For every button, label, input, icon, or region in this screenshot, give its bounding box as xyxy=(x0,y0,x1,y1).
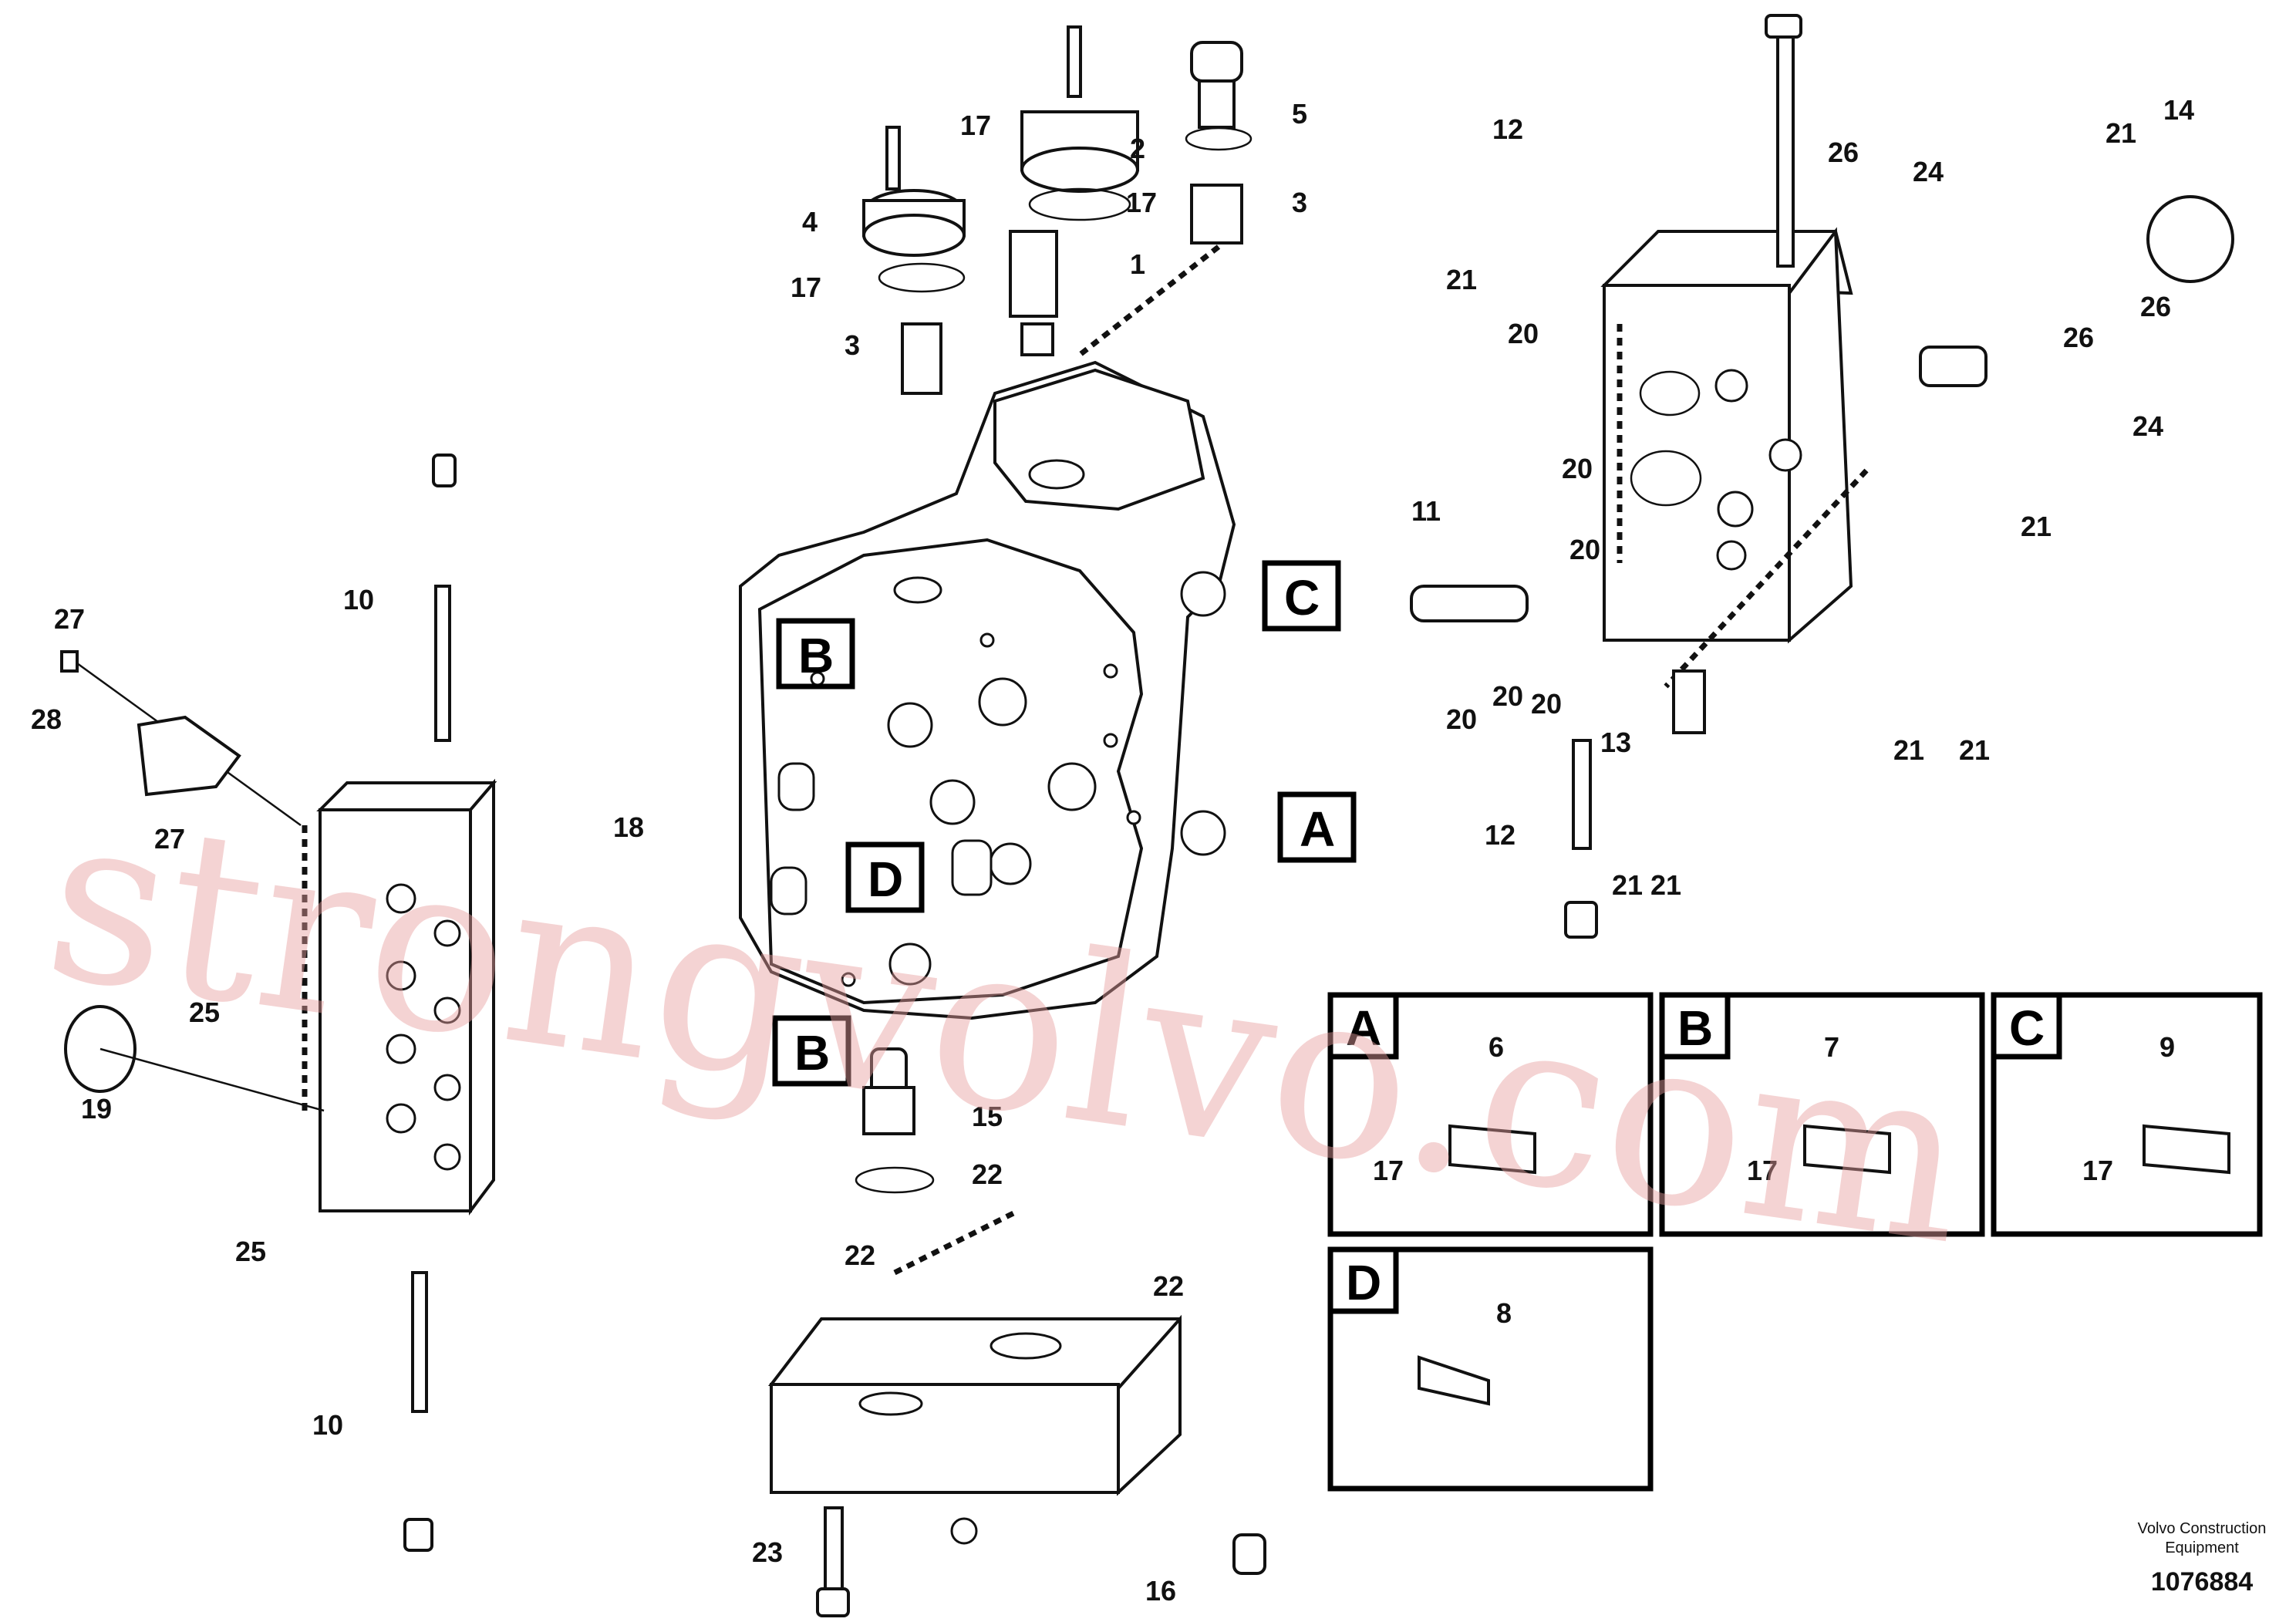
label-21-d: 21 xyxy=(1893,734,1924,766)
label-27-a: 27 xyxy=(54,603,85,635)
label-24-a: 24 xyxy=(1913,156,1944,187)
label-26-a: 26 xyxy=(1828,137,1859,168)
port-b-lower-label: B xyxy=(794,1025,830,1081)
right-block xyxy=(1410,14,2234,939)
label-1: 1 xyxy=(1130,248,1145,280)
label-22-c: 22 xyxy=(1153,1270,1184,1302)
label-25-a: 25 xyxy=(189,996,220,1028)
label-23: 23 xyxy=(752,1536,783,1568)
detail-box-c: C 9 xyxy=(1991,992,2263,1237)
label-24-b: 24 xyxy=(2132,410,2163,442)
bottom-plate xyxy=(767,1047,1266,1617)
drawing-number: 1076884 xyxy=(2151,1567,2253,1597)
label-2: 2 xyxy=(1130,133,1145,164)
label-6: 6 xyxy=(1489,1031,1504,1063)
label-27-b: 27 xyxy=(154,823,185,855)
label-3b: 3 xyxy=(845,329,860,361)
port-label-boxes: C A B B D xyxy=(772,560,1357,1087)
label-20-f: 20 xyxy=(1492,680,1523,712)
label-17-c: 17 xyxy=(791,271,821,303)
detail-b-letter: B xyxy=(1677,1000,1713,1056)
label-26-b: 26 xyxy=(2140,291,2171,322)
label-20-e: 20 xyxy=(1531,688,1562,720)
left-block xyxy=(60,454,497,1552)
label-7: 7 xyxy=(1824,1031,1839,1063)
label-3a: 3 xyxy=(1292,187,1307,218)
port-a-label: A xyxy=(1300,801,1335,857)
label-12a: 12 xyxy=(1492,113,1523,145)
label-10a: 10 xyxy=(343,584,374,615)
detail-box-a: A 6 xyxy=(1327,992,1654,1237)
label-21-a: 21 xyxy=(1446,264,1477,295)
label-20-b: 20 xyxy=(1562,453,1593,484)
label-11: 11 xyxy=(1411,495,1441,527)
label-9: 9 xyxy=(2159,1031,2175,1063)
port-c-label: C xyxy=(1284,570,1320,626)
label-16: 16 xyxy=(1145,1575,1176,1607)
label-25-b: 25 xyxy=(235,1236,266,1267)
label-22-a: 22 xyxy=(972,1158,1003,1190)
port-d-label: D xyxy=(868,851,903,907)
label-10b: 10 xyxy=(312,1409,343,1441)
label-17-d: 17 xyxy=(1373,1155,1404,1186)
company-line-2: Equipment xyxy=(2165,1539,2239,1556)
label-17-f: 17 xyxy=(2082,1155,2113,1186)
label-13: 13 xyxy=(1600,727,1631,758)
port-b-upper-label: B xyxy=(798,628,834,683)
detail-c-letter: C xyxy=(2009,1000,2045,1056)
detail-box-d: D 8 xyxy=(1327,1246,1654,1492)
label-26-c: 26 xyxy=(2063,322,2094,353)
drawing-footer: Volvo Construction Equipment 1076884 xyxy=(2138,1520,2267,1597)
label-21-c: 21 xyxy=(2021,511,2052,542)
label-4: 4 xyxy=(802,206,818,238)
company-line-1: Volvo Construction xyxy=(2138,1520,2267,1537)
top-parts-stack xyxy=(862,25,1253,395)
label-20-a: 20 xyxy=(1508,318,1539,349)
label-17-e: 17 xyxy=(1747,1155,1778,1186)
label-20-d: 20 xyxy=(1446,703,1477,735)
label-5: 5 xyxy=(1292,98,1307,130)
detail-d-letter: D xyxy=(1346,1255,1381,1310)
label-17-a: 17 xyxy=(960,110,991,141)
label-21-b: 21 xyxy=(2106,117,2136,149)
label-21-g: 21 xyxy=(1650,869,1681,901)
label-17-b: 17 xyxy=(1126,187,1157,218)
label-21-e: 21 xyxy=(1959,734,1990,766)
main-valve-block xyxy=(739,360,1236,1020)
label-20-c: 20 xyxy=(1569,534,1600,565)
label-21-f: 21 xyxy=(1612,869,1643,901)
label-12b: 12 xyxy=(1485,819,1515,851)
label-15: 15 xyxy=(972,1101,1003,1132)
label-18: 18 xyxy=(613,811,644,843)
detail-a-letter: A xyxy=(1346,1000,1381,1056)
label-14: 14 xyxy=(2163,94,2194,126)
label-19: 19 xyxy=(81,1093,112,1125)
label-22-b: 22 xyxy=(845,1239,875,1271)
label-8: 8 xyxy=(1496,1297,1512,1329)
detail-box-b: B 7 xyxy=(1659,992,1985,1237)
part-number-labels: 1 2 3 3 4 5 10 10 11 12 12 13 14 15 16 1… xyxy=(31,94,2194,1607)
label-28: 28 xyxy=(31,703,62,735)
